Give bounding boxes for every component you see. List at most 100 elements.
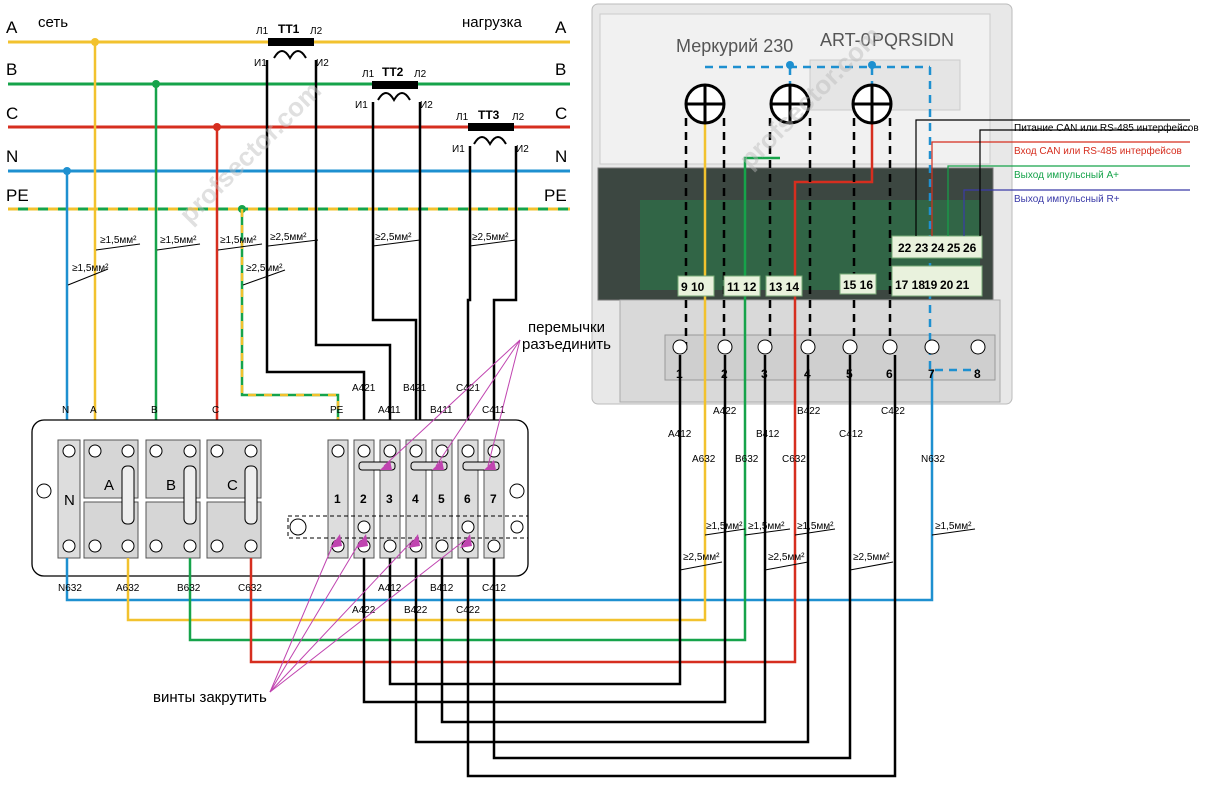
line-b-left: B (6, 60, 17, 79)
size-ct3: ≥2,5мм² (472, 232, 509, 243)
meter-size-labels: ≥1,5мм² ≥1,5мм² ≥1,5мм² ≥1,5мм² ≥2,5мм² … (679, 521, 976, 571)
msize-1: ≥1,5мм² (706, 521, 743, 532)
msize-6: ≥2,5мм² (768, 552, 805, 563)
meter-term-17-18: 17 18 (895, 278, 925, 292)
meter-junction-2 (868, 61, 876, 69)
screws-label: винты закрутить (153, 689, 267, 706)
jumpers-line2: разъединить (522, 336, 611, 353)
terminal-block (31, 419, 529, 577)
tb-bot-a412: A412 (378, 583, 402, 594)
ct2 (372, 81, 418, 103)
meter-wire-b422: B422 (797, 406, 821, 417)
meter-wire-c412: C412 (839, 429, 863, 440)
meter-term-15-16: 15 16 (843, 278, 873, 292)
meter-bottom-8: 8 (974, 367, 981, 381)
tb-num-4: 4 (412, 492, 419, 506)
tb-top-n: N (62, 405, 69, 416)
jumpers (358, 461, 500, 471)
meter-wire-c632: C632 (782, 454, 806, 465)
ct3-i2: И2 (516, 144, 529, 155)
line-c-left: C (6, 104, 18, 123)
tb-num-2: 2 (360, 492, 367, 506)
ct3-i1: И1 (452, 144, 465, 155)
jumpers-line1: перемычки (528, 319, 605, 336)
size-n: ≥1,5мм² (72, 263, 109, 274)
tb-top-b411: B411 (430, 405, 453, 416)
size-a: ≥1,5мм² (100, 235, 137, 246)
meter-term-20: 20 (940, 278, 954, 292)
tb-top-c411: C411 (482, 405, 506, 416)
ct2-l2: Л2 (414, 69, 427, 80)
meter-wire-b632: B632 (735, 454, 759, 465)
ct2-i2: И2 (420, 100, 433, 111)
tb-bot-b422: B422 (404, 605, 428, 616)
meter-title: Меркурий 230 (676, 36, 793, 56)
tb-top-b421: B421 (403, 383, 427, 394)
meter-coils (684, 83, 893, 125)
meter-bottom-1: 1 (676, 367, 683, 381)
tb-bot-a422: A422 (352, 605, 376, 616)
meter-bottom-6: 6 (886, 367, 893, 381)
tb-num-1: 1 (334, 492, 341, 506)
line-pe-right: PE (544, 186, 567, 205)
line-a-right: A (555, 18, 567, 37)
meter-wire-a412: A412 (668, 429, 692, 440)
tb-num-6: 6 (464, 492, 471, 506)
wire-size-labels: ≥1,5мм² ≥1,5мм² ≥1,5мм² ≥1,5мм² ≥2,5мм² … (67, 232, 517, 286)
network-label: сеть (38, 14, 68, 31)
meter-wire-n632: N632 (921, 454, 945, 465)
ct2-l1: Л1 (362, 69, 375, 80)
tb-top-b: B (151, 405, 158, 416)
meter-term-21: 21 (956, 278, 970, 292)
meter-term-19: 19 (924, 278, 938, 292)
meter-model: ART-0 (820, 30, 871, 50)
meter-term-22: 22 (898, 241, 912, 255)
ct1 (268, 38, 314, 61)
interface-pulse-a: Выход импульсный А+ (1014, 170, 1119, 181)
output-wires (65, 118, 934, 778)
tb-top-a421: A421 (352, 383, 376, 394)
tb-num-3: 3 (386, 492, 393, 506)
line-n-left: N (6, 147, 18, 166)
line-b-right: B (555, 60, 566, 79)
ct3-l2: Л2 (512, 112, 525, 123)
tb-bot-a632: A632 (116, 583, 140, 594)
ct1-i1: И1 (254, 58, 267, 69)
tb-top-a411: A411 (378, 405, 401, 416)
interface-lines (915, 119, 1190, 236)
meter-bottom-4: 4 (804, 367, 811, 381)
terminal-screws (62, 444, 524, 553)
size-c: ≥1,5мм² (220, 235, 257, 246)
meter-term-11-12: 11 12 (727, 280, 757, 294)
tb-cell-a: A (104, 477, 114, 494)
msize-4: ≥1,5мм² (935, 521, 972, 532)
ct1-name: ТТ1 (278, 22, 300, 36)
line-a-left: A (6, 18, 18, 37)
meter-wire-c422: C422 (881, 406, 905, 417)
meter-bottom-2: 2 (721, 367, 728, 381)
meter-junction-1 (786, 61, 794, 69)
tb-bot-n632: N632 (58, 583, 82, 594)
tb-cell-c: C (227, 477, 238, 494)
screws-annotation: винты закрутить (153, 534, 472, 706)
meter-term-26: 26 (963, 241, 977, 255)
msize-5: ≥2,5мм² (683, 552, 720, 563)
ct3 (468, 123, 514, 147)
meter-wire-a632: A632 (692, 454, 716, 465)
meter-bottom-5: 5 (846, 367, 853, 381)
meter-bottom-3: 3 (761, 367, 768, 381)
ct1-l2: Л2 (310, 26, 323, 37)
ct3-l1: Л1 (456, 112, 469, 123)
msize-3: ≥1,5мм² (797, 521, 834, 532)
ct2-i1: И1 (355, 100, 368, 111)
cell-sliders (121, 465, 258, 525)
meter-bottom-7: 7 (928, 367, 935, 381)
interface-input: Вход CAN или RS-485 интерфейсов (1014, 145, 1182, 157)
tb-bot-b632: B632 (177, 583, 201, 594)
meter-term-25: 25 (947, 241, 961, 255)
load-label: нагрузка (462, 14, 523, 31)
tb-bot-b412: B412 (430, 583, 454, 594)
tb-cell-n: N (64, 492, 75, 509)
